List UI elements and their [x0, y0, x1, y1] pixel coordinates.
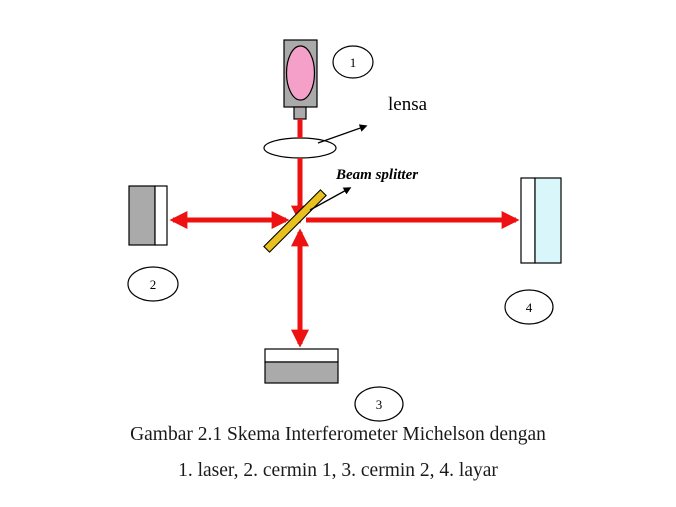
laser-nozzle — [293, 106, 307, 120]
lens-label: lensa — [388, 94, 428, 115]
marker-circle — [332, 45, 374, 79]
marker-circle — [127, 266, 179, 302]
marker-label: 2 — [150, 277, 157, 292]
mirror-1-body — [128, 185, 156, 246]
marker-label: 3 — [376, 397, 383, 412]
beam-splitter-plate — [263, 189, 327, 253]
marker-label: 1 — [350, 55, 357, 70]
marker-screen: 4 — [504, 289, 554, 325]
screen-panel — [534, 177, 562, 264]
screen-frame — [520, 177, 536, 264]
marker-laser: 1 — [332, 45, 374, 79]
mirror-2-body — [264, 361, 339, 384]
laser-source — [283, 39, 318, 120]
lens-pointer-arrow — [317, 124, 368, 144]
beam-splitter — [263, 189, 327, 253]
beam-splitter-label: Beam splitter — [335, 167, 418, 183]
marker-label: 4 — [526, 300, 533, 315]
marker-circle — [354, 386, 404, 422]
mirror-2 — [264, 348, 339, 384]
beam-splitter-pointer-arrow — [309, 187, 352, 211]
marker-mirror-2: 3 — [354, 386, 404, 422]
marker-circle — [504, 289, 554, 325]
mirror-1 — [128, 185, 168, 246]
marker-mirror-1: 2 — [127, 266, 179, 302]
figure-caption-line-2: 1. laser, 2. cermin 1, 3. cermin 2, 4. l… — [178, 460, 498, 481]
mirror-2-face — [264, 348, 339, 363]
mirror-1-face — [154, 185, 168, 246]
laser-bulb — [285, 45, 316, 101]
screen — [520, 177, 562, 264]
figure-caption-line-1: Gambar 2.1 Skema Interferometer Michelso… — [130, 424, 546, 445]
